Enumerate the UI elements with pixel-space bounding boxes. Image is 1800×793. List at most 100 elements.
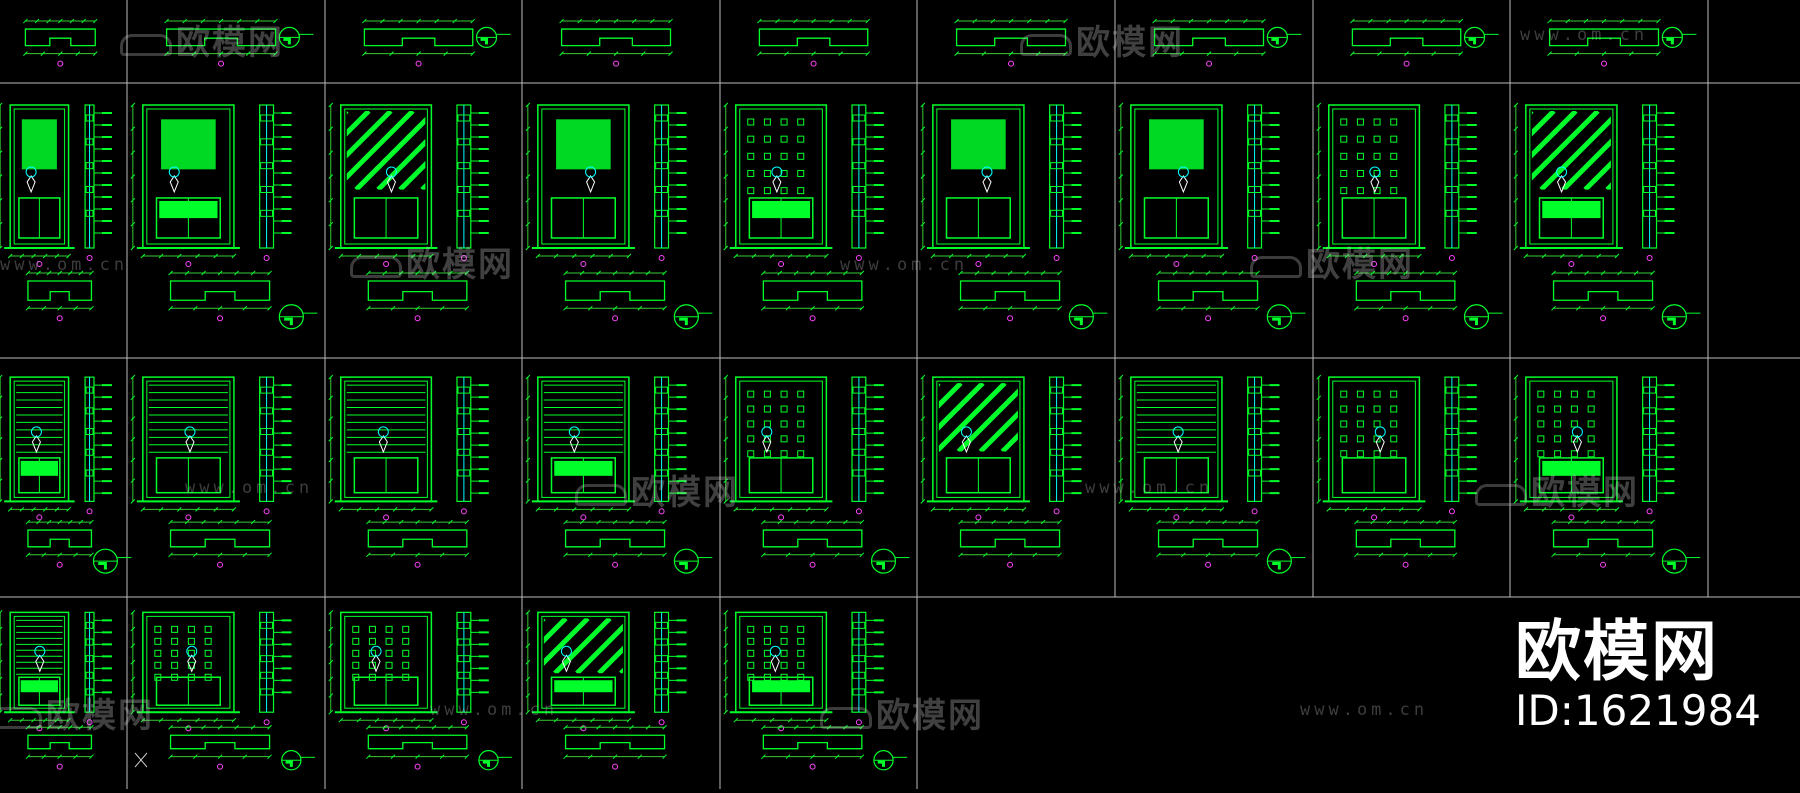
dimension-tick bbox=[1224, 18, 1230, 24]
dimension-tick bbox=[1584, 519, 1589, 525]
dimension-tick bbox=[824, 507, 829, 512]
dimension-tick bbox=[168, 724, 173, 730]
dimension-tick bbox=[920, 478, 926, 484]
dimension-tick bbox=[595, 18, 601, 24]
dimension-tick bbox=[356, 253, 362, 259]
dimension-tick bbox=[1380, 507, 1386, 512]
section-detail bbox=[655, 162, 669, 170]
plant-bloom bbox=[25, 166, 37, 178]
dimension-tick bbox=[777, 724, 783, 730]
section-marker bbox=[460, 255, 467, 261]
elevation-inner-frame bbox=[1529, 108, 1614, 245]
section-detail bbox=[260, 407, 274, 415]
section-marker bbox=[809, 763, 816, 770]
dimension-tick bbox=[1118, 150, 1124, 156]
dimension-tick bbox=[990, 18, 996, 24]
panel-square bbox=[763, 405, 771, 413]
dimension-tick bbox=[217, 724, 223, 730]
dimension-tick bbox=[1650, 305, 1655, 311]
dimension-tick bbox=[1353, 305, 1359, 311]
section-detail bbox=[457, 638, 471, 646]
dimension-tick bbox=[328, 197, 334, 203]
dimension-tick bbox=[267, 724, 272, 730]
dimension-tick bbox=[25, 305, 31, 311]
dimension-tick bbox=[1219, 253, 1225, 259]
dimension-tick bbox=[838, 51, 844, 57]
section-detail bbox=[1445, 162, 1459, 170]
dimension-tick bbox=[769, 253, 775, 259]
dimension-tick bbox=[723, 610, 729, 615]
dimension-tick bbox=[392, 717, 398, 723]
elevation-inner-frame bbox=[146, 108, 231, 245]
dimension-tick bbox=[859, 305, 865, 311]
section-detail bbox=[1050, 428, 1064, 436]
panel-square bbox=[154, 661, 162, 669]
section-detail bbox=[655, 638, 669, 646]
plant-leaf bbox=[386, 175, 397, 194]
dimension-tick bbox=[1230, 305, 1236, 311]
dimension-tick bbox=[662, 754, 667, 760]
dimension-tick bbox=[1316, 102, 1322, 108]
dimension-tick bbox=[328, 499, 334, 504]
plant-leaf bbox=[586, 175, 596, 194]
dimension-tick bbox=[649, 18, 655, 24]
panel-square bbox=[1587, 420, 1595, 428]
plant-leaf bbox=[185, 435, 195, 454]
dimension-tick bbox=[158, 717, 164, 723]
plan-outline bbox=[1153, 28, 1265, 47]
drawing-panel bbox=[757, 18, 871, 67]
section-marker bbox=[1251, 255, 1258, 261]
section-detail bbox=[260, 638, 274, 646]
section-marker bbox=[86, 255, 93, 261]
dimension-tick bbox=[723, 676, 729, 682]
section-detail bbox=[260, 114, 274, 122]
section-detail bbox=[1050, 469, 1064, 477]
hatch-line bbox=[1539, 116, 1611, 190]
panel-square bbox=[1356, 450, 1364, 458]
brand-name: 欧模网 bbox=[1515, 613, 1719, 690]
section-detail bbox=[85, 671, 94, 679]
dimension-tick bbox=[1368, 18, 1373, 24]
plant-bloom bbox=[769, 645, 781, 657]
drawing-panel bbox=[1118, 102, 1306, 330]
dimension-tick bbox=[608, 717, 614, 723]
elevation-inner-frame bbox=[344, 108, 428, 245]
dimension-tick bbox=[1146, 507, 1152, 512]
plant-bloom bbox=[1369, 166, 1381, 178]
section-detail bbox=[260, 186, 274, 193]
dimension-tick bbox=[78, 270, 84, 276]
dimension-tick bbox=[865, 18, 871, 24]
hatch-line bbox=[398, 160, 426, 190]
dimension-tick bbox=[416, 18, 421, 24]
panel-square bbox=[1554, 420, 1562, 428]
dimension-tick bbox=[626, 717, 632, 723]
dimension-tick bbox=[559, 18, 564, 24]
dimension-tick bbox=[1656, 18, 1661, 24]
dimension-tick bbox=[130, 374, 136, 380]
section-marker bbox=[1173, 514, 1180, 521]
dimension-tick bbox=[958, 270, 963, 276]
dimension-tick bbox=[1436, 270, 1441, 276]
dimension-tick bbox=[1344, 507, 1350, 512]
dimension-tick bbox=[439, 305, 445, 311]
plant-leaf bbox=[35, 654, 45, 673]
dimension-tick bbox=[236, 18, 242, 24]
hatch-line bbox=[1605, 182, 1611, 190]
dimension-tick bbox=[0, 102, 3, 106]
dimension-tick bbox=[19, 253, 25, 259]
panel-square bbox=[187, 625, 195, 633]
dimension-tick bbox=[267, 270, 272, 276]
dimension-tick bbox=[390, 305, 396, 311]
plan-outline bbox=[27, 734, 93, 750]
section-detail bbox=[1050, 209, 1064, 217]
dimension-tick bbox=[1326, 253, 1332, 259]
dimension-tick bbox=[1350, 18, 1355, 24]
dimension-tick bbox=[57, 270, 63, 276]
dimension-tick bbox=[464, 724, 470, 730]
section-marker bbox=[810, 60, 817, 67]
dimension-tick bbox=[824, 253, 829, 259]
section-detail bbox=[1643, 386, 1657, 394]
dimension-tick bbox=[1201, 507, 1207, 512]
dimension-tick bbox=[1547, 51, 1552, 57]
panel-square bbox=[797, 152, 805, 160]
